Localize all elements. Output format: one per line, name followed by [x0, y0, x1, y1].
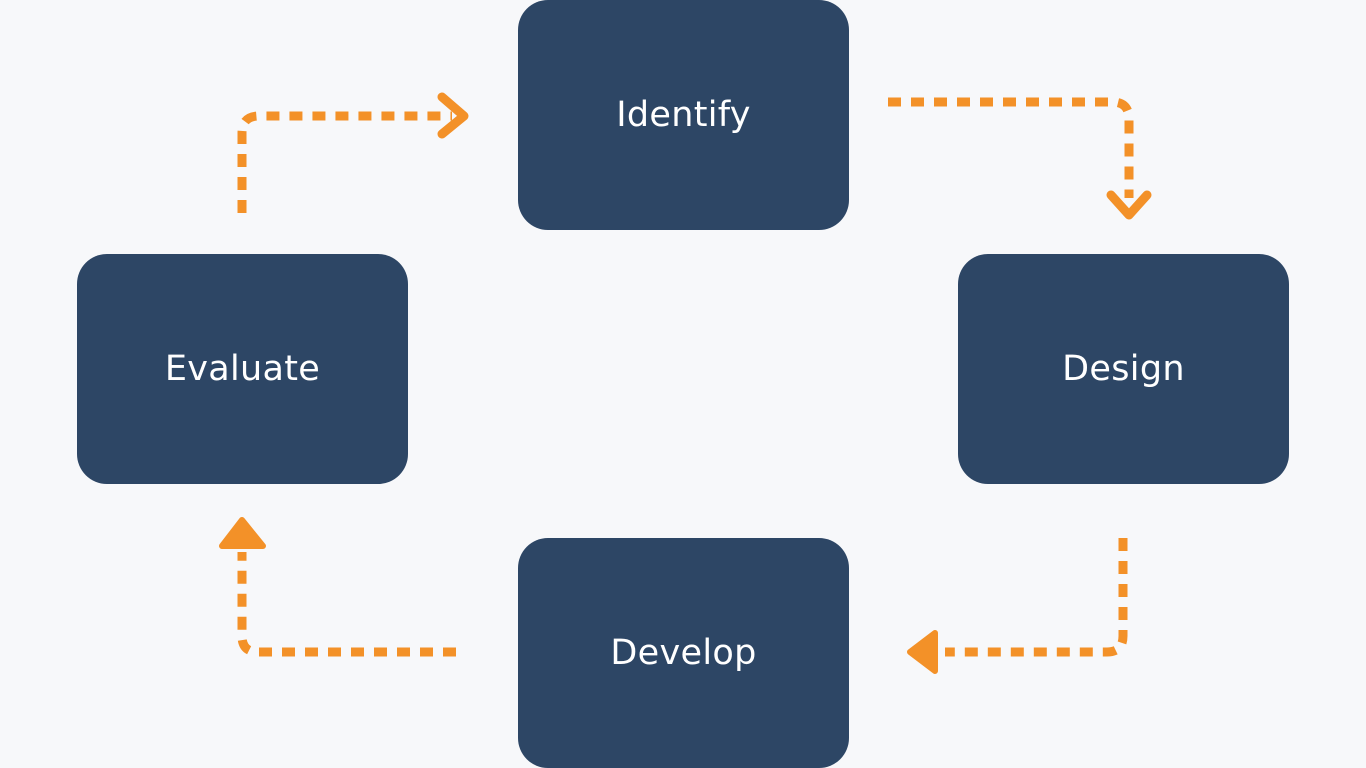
node-develop: Develop: [518, 538, 849, 768]
node-evaluate-label: Evaluate: [164, 349, 321, 389]
node-design: Design: [958, 254, 1289, 484]
node-identify: Identify: [518, 0, 849, 230]
arrow-design-to-develop: [907, 538, 1128, 674]
node-evaluate: Evaluate: [77, 254, 408, 484]
arrow-develop-to-evaluate: [219, 517, 456, 657]
arrow-identify-to-design: [888, 97, 1152, 220]
node-design-label: Design: [1062, 349, 1185, 389]
arrow-evaluate-to-identify: [237, 92, 469, 213]
node-develop-label: Develop: [610, 633, 757, 673]
node-identify-label: Identify: [616, 95, 751, 135]
